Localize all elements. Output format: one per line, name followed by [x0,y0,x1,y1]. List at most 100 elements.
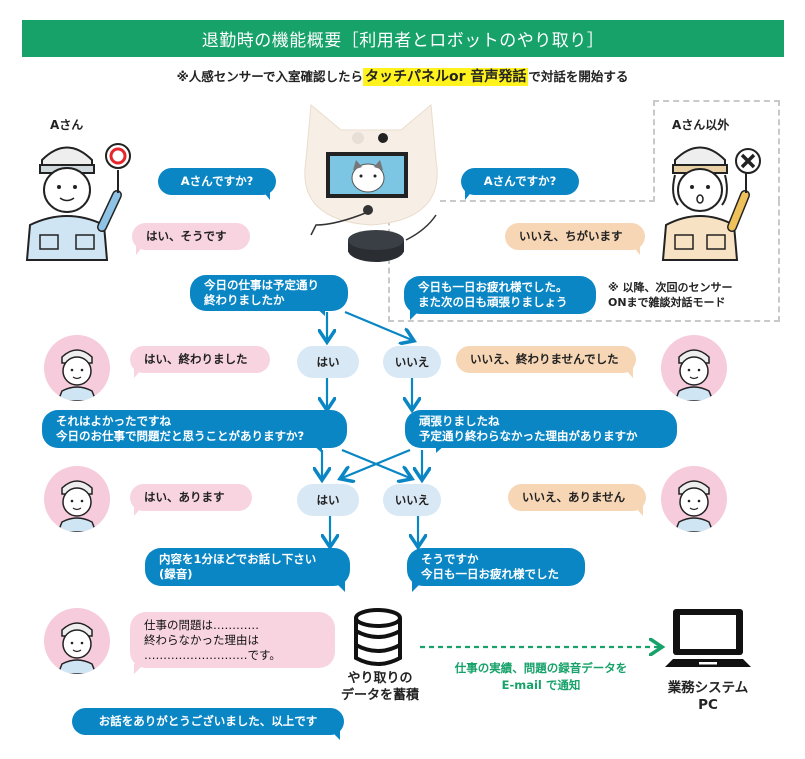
storage-label-line-2: データを蓄積 [340,688,419,703]
robot-bubble-record-request: 内容を1分ほどでお話し下さい (録音) [145,548,350,586]
person-a-label: Aさん [50,118,84,132]
robot-bubble-end: お話をありがとうございました、以上です [72,708,344,735]
choice-q1-no-label: いいえ [394,354,430,369]
robot-ask-left-text: Aさんですか? [180,174,254,188]
report-line-1: 仕事の問題は………… [144,617,259,632]
q1-line-1: 今日の仕事は予定通り [204,278,319,292]
goodbye-line-2: また次の日も頑張りましょう [418,295,568,309]
choice-q2-no-label: いいえ [394,492,430,507]
arrow-q2no-yes [342,448,411,478]
pc-label-line-2: PC [698,697,718,713]
bubble-tail [465,190,473,200]
robot-bubble-ask-right: Aさんですか? [461,168,579,195]
q2-yes-line-1: それはよかったですね [56,414,171,428]
robot-illustration [304,104,438,262]
bubble-tail [410,310,420,320]
robot-bubble-q1: 今日の仕事は予定通り 終わりましたか [190,275,348,311]
user-no-text: いいえ、ちがいます [519,229,623,243]
report-line-2: 終わらなかった理由は [144,632,259,647]
circle-ok-sign-icon [105,143,131,169]
note-line-2: ONまで雑談対話モード [608,296,726,309]
q2-user-no-text: いいえ、ありません [522,490,626,504]
record-line-1: 内容を1分ほどでお話し下さい [159,552,317,566]
choice-q1-no[interactable]: いいえ [383,346,441,378]
notify-line-2: E-mail で通知 [501,678,581,692]
robot-bubble-goodbye: 今日も一日お疲れ様でした。 また次の日も頑張りましょう [404,276,596,314]
user-bubble-q1-no: いいえ、終わりませんでした [456,346,636,373]
bubble-tail [262,190,270,200]
worker-face-icon [57,480,97,532]
bubble-tail [335,582,345,592]
other-person-dashed-box [653,100,780,202]
robot-bubble-q2-yes: それはよかったですね 今日のお仕事で問題だと思うことがありますか? [42,410,347,448]
worker-other-illustration [661,146,750,261]
storage-label-line-1: やり取りの [347,671,413,686]
bubble-tail [134,368,143,378]
user-bubble-q1-yes: はい、終わりました [130,346,270,373]
worker-face-icon [674,349,714,401]
user-bubble-no: いいえ、ちがいます [505,223,645,250]
q1-user-yes-text: はい、終わりました [144,352,248,366]
avatar-user-left-1 [44,335,110,401]
bubble-tail [436,444,446,453]
worker-face-icon [57,622,97,674]
user-bubble-report: 仕事の問題は………… 終わらなかった理由は ………………………です。 [130,612,335,668]
bubble-tail [412,582,422,592]
dashed-box-connector [440,200,655,202]
user-bubble-yes: はい、そうです [132,223,250,250]
arrow-q1-no [344,310,412,340]
bubble-tail [330,730,340,740]
chat-mode-note: ※ 以降、次回のセンサー ONまで雑談対話モード [608,280,733,310]
database-icon [354,608,402,666]
avatar-user-left-2 [44,466,110,532]
subtitle-suffix: で対話を開始する [528,69,629,84]
q2-no-line-2: 予定通り終わらなかった理由がありますか [419,429,638,443]
subtitle: ※人感センサーで入室確認したらタッチパネルor 音声発話で対話を開始する [0,66,805,86]
choice-q1-yes-label: はい [316,354,340,369]
avatar-user-report [44,608,110,674]
user-bubble-q2-yes: はい、あります [130,484,252,511]
choice-q2-no[interactable]: いいえ [383,484,441,516]
worker-face-icon [674,480,714,532]
q1-user-no-text: いいえ、終わりませんでした [470,352,619,366]
q2-yes-line-2: 今日のお仕事で問題だと思うことがありますか? [56,429,305,443]
robot-bubble-q2-no: 頑張りましたね 予定通り終わらなかった理由がありますか [405,410,677,448]
notify-text: 仕事の実績、問題の録音データを E-mail で通知 [430,660,652,694]
pc-label-line-1: 業務システム [667,680,749,696]
avatar-user-right-1 [661,335,727,401]
worker-a-illustration [25,146,122,261]
choice-q2-yes[interactable]: はい [297,484,359,516]
end-no-line-2: 今日も一日お疲れ様でした [421,567,559,581]
choice-q2-yes-label: はい [316,492,340,507]
dashed-box-lower [388,200,780,322]
bubble-tail [136,245,144,255]
user-bubble-q2-no: いいえ、ありません [508,484,646,511]
notify-line-1: 仕事の実績、問題の録音データを [454,661,628,675]
other-person-label: Aさん以外 [672,118,730,132]
page-title: 退勤時の機能概要［利用者とロボットのやり取り］ [201,31,605,51]
robot-end-text: お話をありがとうございました、以上です [98,714,318,728]
q1-line-2: 終わりましたか [204,293,285,307]
robot-bubble-end-no: そうですか 今日も一日お疲れ様でした [407,548,585,586]
bubble-tail [134,664,144,674]
report-line-3: ………………………です。 [144,647,281,662]
robot-bubble-ask-left: Aさんですか? [158,168,276,195]
goodbye-line-1: 今日も一日お疲れ様でした。 [418,280,568,294]
laptop-icon [665,609,751,667]
bubble-tail [632,245,640,255]
q2-user-yes-text: はい、あります [144,490,225,504]
choice-q1-yes[interactable]: はい [297,346,359,378]
title-banner: 退勤時の機能概要［利用者とロボットのやり取り］ [22,20,784,57]
q2-no-line-1: 頑張りましたね [419,414,500,428]
pc-label: 業務システム PC [655,680,761,714]
storage-label: やり取りの データを蓄積 [330,670,430,704]
robot-ask-right-text: Aさんですか? [483,174,557,188]
worker-face-icon [57,349,97,401]
subtitle-prefix: ※人感センサーで入室確認したら [176,69,363,84]
cross-ng-sign-icon [735,148,761,174]
note-line-1: ※ 以降、次回のセンサー [608,281,733,294]
user-yes-text: はい、そうです [146,229,227,243]
record-line-2: (録音) [159,567,193,581]
bubble-tail [315,307,325,316]
